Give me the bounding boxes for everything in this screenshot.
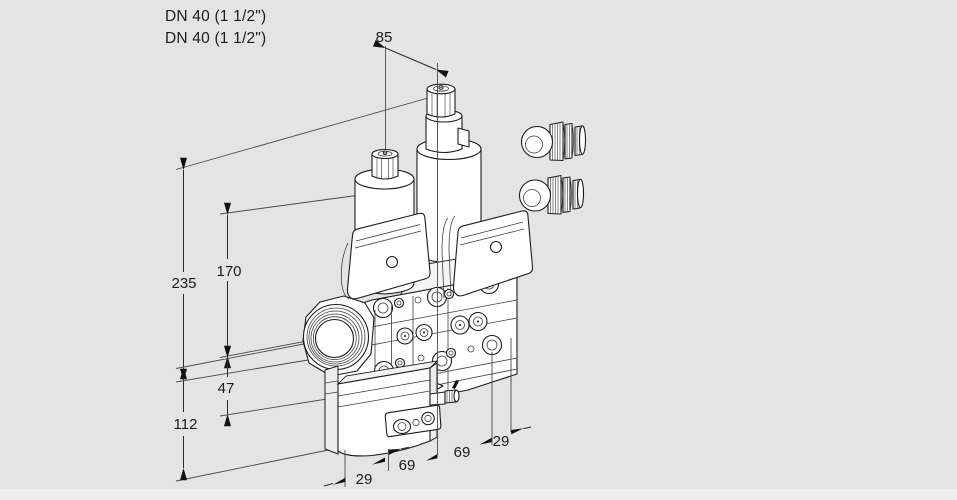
dimension-29-left-value: 29 (356, 471, 373, 488)
double-solenoid-valve-drawing (302, 83, 587, 457)
dimension-29-right-value: 29 (493, 433, 510, 450)
dimension-47: 47 (218, 345, 235, 427)
dimension-112-value: 112 (174, 416, 198, 433)
dimension-47-value: 47 (218, 380, 235, 397)
cable-gland-bottom (518, 174, 585, 215)
dimension-235: 235 (171, 157, 197, 380)
dimension-29-right: 29 (479, 426, 532, 450)
connector-plate (384, 404, 442, 438)
inlet-flange (302, 295, 375, 377)
dimension-85: 85 (372, 29, 449, 78)
dimension-69-left-value: 69 (399, 457, 416, 474)
dimension-69-left: 69 (372, 446, 416, 474)
dimension-112: 112 (174, 368, 198, 481)
port-size-label-bottom: DN 40 (1 1/2") (165, 30, 267, 47)
dimension-170: 170 (216, 202, 242, 369)
regulator-box (324, 360, 460, 457)
footer-strip (0, 489, 957, 500)
test-nozzle (429, 389, 460, 406)
cable-gland-top (520, 121, 587, 162)
dimension-69-right: 69 (426, 444, 470, 461)
nameplate-left (340, 212, 431, 300)
port-size-label-top: DN 40 (1 1/2") (165, 8, 267, 25)
dimension-85-value: 85 (376, 29, 393, 46)
port-size-labels: DN 40 (1 1/2") DN 40 (1 1/2") (165, 6, 266, 50)
extension-lines (175, 97, 429, 482)
dimension-235-value: 235 (171, 275, 196, 292)
dimension-69-right-value: 69 (454, 444, 471, 461)
dimension-29-left: 29 (323, 471, 373, 488)
nameplate-right (441, 210, 534, 299)
dimension-170-value: 170 (216, 263, 241, 280)
